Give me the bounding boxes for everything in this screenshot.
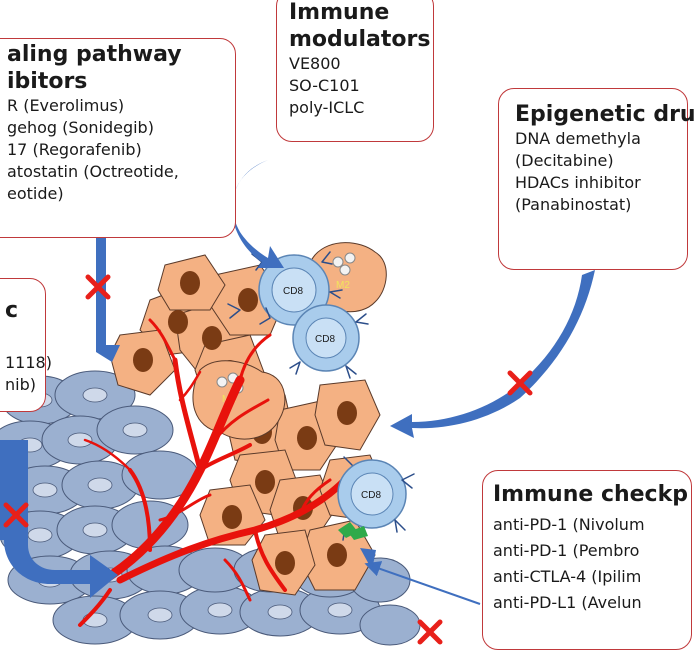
blocked-x-icon — [3, 274, 533, 645]
immune-modulators-title-2: modulators — [289, 27, 431, 52]
checkpoint-title: Immune checkp — [493, 482, 688, 507]
epigenetic-title: Epigenetic dru — [515, 102, 696, 127]
immune-modulators-box: Immune modulators VE800 SO-C101 poly-ICL… — [276, 0, 434, 142]
m2-label-2: M2 — [336, 280, 350, 291]
epigenetic-item: HDACs inhibitor — [515, 173, 641, 192]
cd8-label-1: CD8 — [283, 286, 303, 297]
receptor-icon — [227, 251, 415, 541]
cd8-label-3: CD8 — [361, 490, 381, 501]
immune-modulators-title-1: Immune — [289, 0, 390, 25]
signaling-title-1: aling pathway — [7, 42, 182, 67]
signaling-item: eotide) — [7, 184, 64, 203]
checkpoint-item: anti-PD-1 (Pembro — [493, 541, 640, 560]
immune-modulators-item: SO-C101 — [289, 76, 360, 95]
left-box-item: 1118) — [5, 353, 52, 372]
cd8-tcell-1: CD8 — [258, 254, 330, 326]
checkpoint-item: anti-PD-L1 (Avelun — [493, 593, 642, 612]
checkpoint-item: anti-CTLA-4 (Ipilim — [493, 567, 642, 586]
left-box-item: nib) — [5, 375, 36, 394]
tumor-microenvironment-diagram: M2 M2 CD8 CD8 CD8 — [0, 160, 595, 646]
epigenetic-drugs-box: Epigenetic dru DNA demethyla (Decitabine… — [498, 88, 696, 270]
signaling-item: 17 (Regorafenib) — [7, 140, 142, 159]
immune-modulators-item: poly-ICLC — [289, 98, 365, 117]
m2-macrophage-1: M2 — [192, 360, 286, 440]
signaling-title-2: ibitors — [7, 69, 88, 94]
signaling-pathway-box: aling pathway ibitors R (Everolimus) geh… — [0, 38, 236, 238]
epigenetic-item: (Panabinostat) — [515, 195, 632, 214]
checkpoint-molecule-icon — [338, 522, 368, 540]
signaling-item: atostatin (Octreotide, — [7, 162, 179, 181]
epigenetic-item: DNA demethyla — [515, 129, 641, 148]
cd8-tcell-3: CD8 — [337, 459, 407, 529]
checkpoint-item: anti-PD-1 (Nivolum — [493, 515, 645, 534]
blood-vessels — [78, 318, 349, 627]
immune-modulators-item: VE800 — [289, 54, 341, 73]
left-box-title: c — [5, 298, 19, 323]
cd8-label-2: CD8 — [315, 334, 335, 345]
curved-arrow-icon — [0, 160, 595, 605]
epigenetic-item: (Decitabine) — [515, 151, 614, 170]
left-cropped-box: c 1118) nib) — [0, 278, 52, 412]
signaling-item: R (Everolimus) — [7, 96, 125, 115]
immune-checkpoint-box: Immune checkp anti-PD-1 (Nivolum anti-PD… — [482, 470, 692, 650]
cd8-tcell-2: CD8 — [292, 304, 360, 372]
signaling-item: gehog (Sonidegib) — [7, 118, 154, 137]
